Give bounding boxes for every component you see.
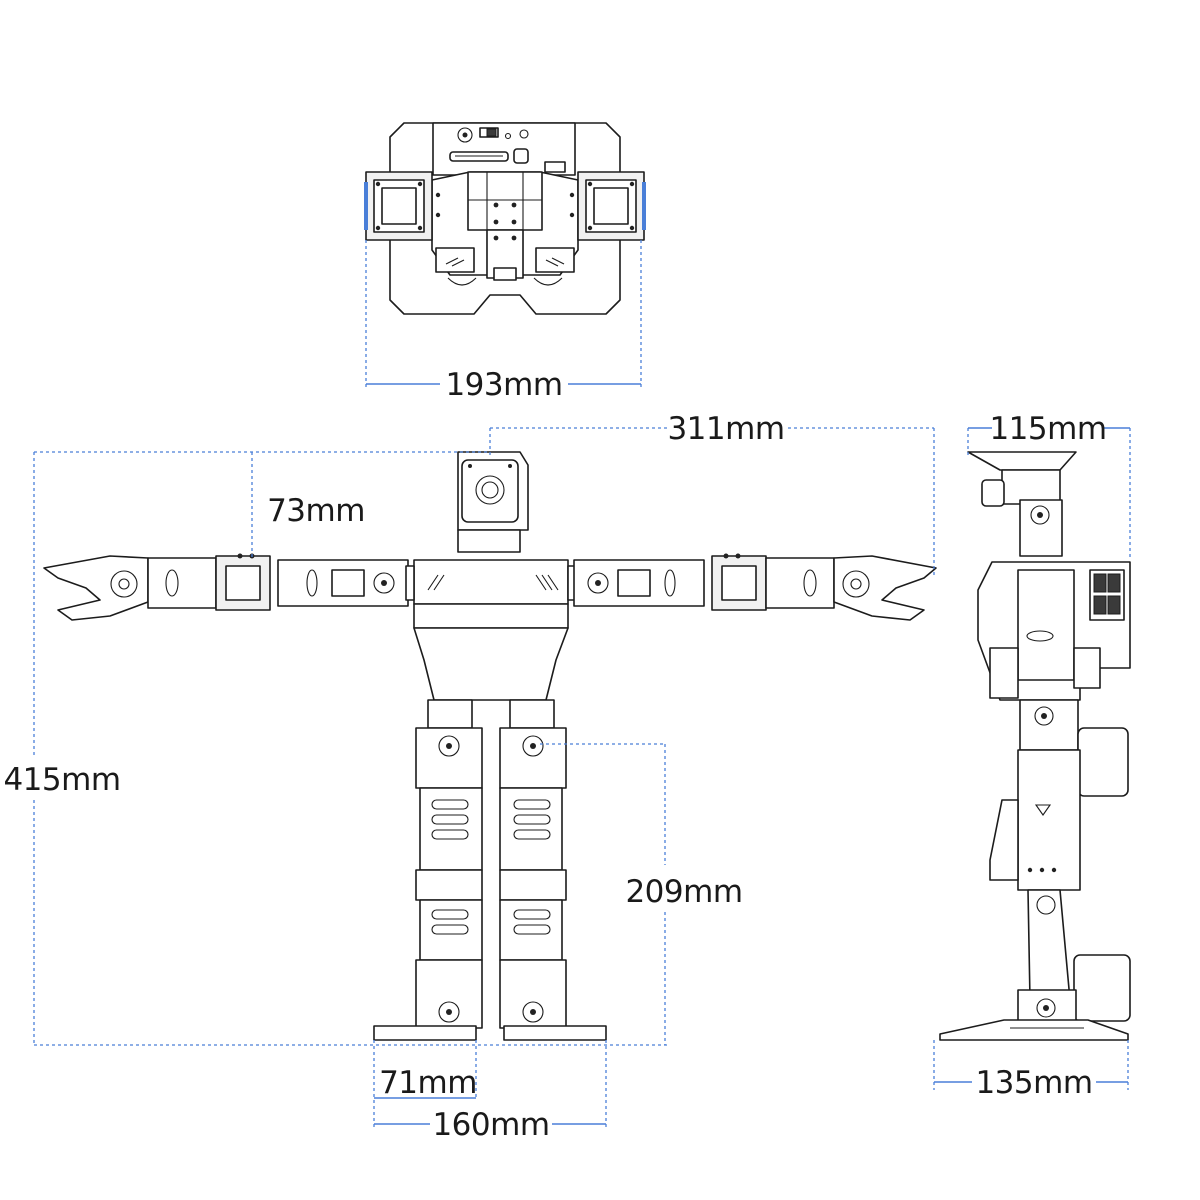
- dimension-total-height: 415mm: [3, 452, 670, 1046]
- top-view: [364, 122, 646, 315]
- dimension-top-width: 193mm: [365, 240, 642, 403]
- label-total-height: 415mm: [3, 762, 120, 798]
- label-side-foot-length: 135mm: [975, 1065, 1092, 1101]
- label-stance-width: 160mm: [432, 1107, 549, 1143]
- label-shoulder-to-head: 73mm: [267, 493, 365, 529]
- dimension-foot-width: 71mm: [373, 1040, 477, 1130]
- label-top-width: 193mm: [445, 367, 562, 403]
- label-leg-height: 209mm: [625, 874, 742, 910]
- front-view: [43, 451, 937, 1041]
- side-view: [939, 451, 1131, 1041]
- label-foot-width: 71mm: [379, 1065, 477, 1101]
- dimension-side-depth: 115mm: [967, 411, 1131, 560]
- dimension-shoulder-to-head: 73mm: [34, 451, 490, 560]
- dimension-stance-width: 160mm: [374, 1040, 607, 1143]
- dimension-leg-height: 209mm: [540, 743, 743, 1045]
- label-front-armspan: 311mm: [667, 411, 784, 447]
- label-side-depth: 115mm: [989, 411, 1106, 447]
- dimension-front-armspan: 311mm: [489, 411, 935, 575]
- dimension-side-foot-length: 135mm: [933, 1040, 1129, 1101]
